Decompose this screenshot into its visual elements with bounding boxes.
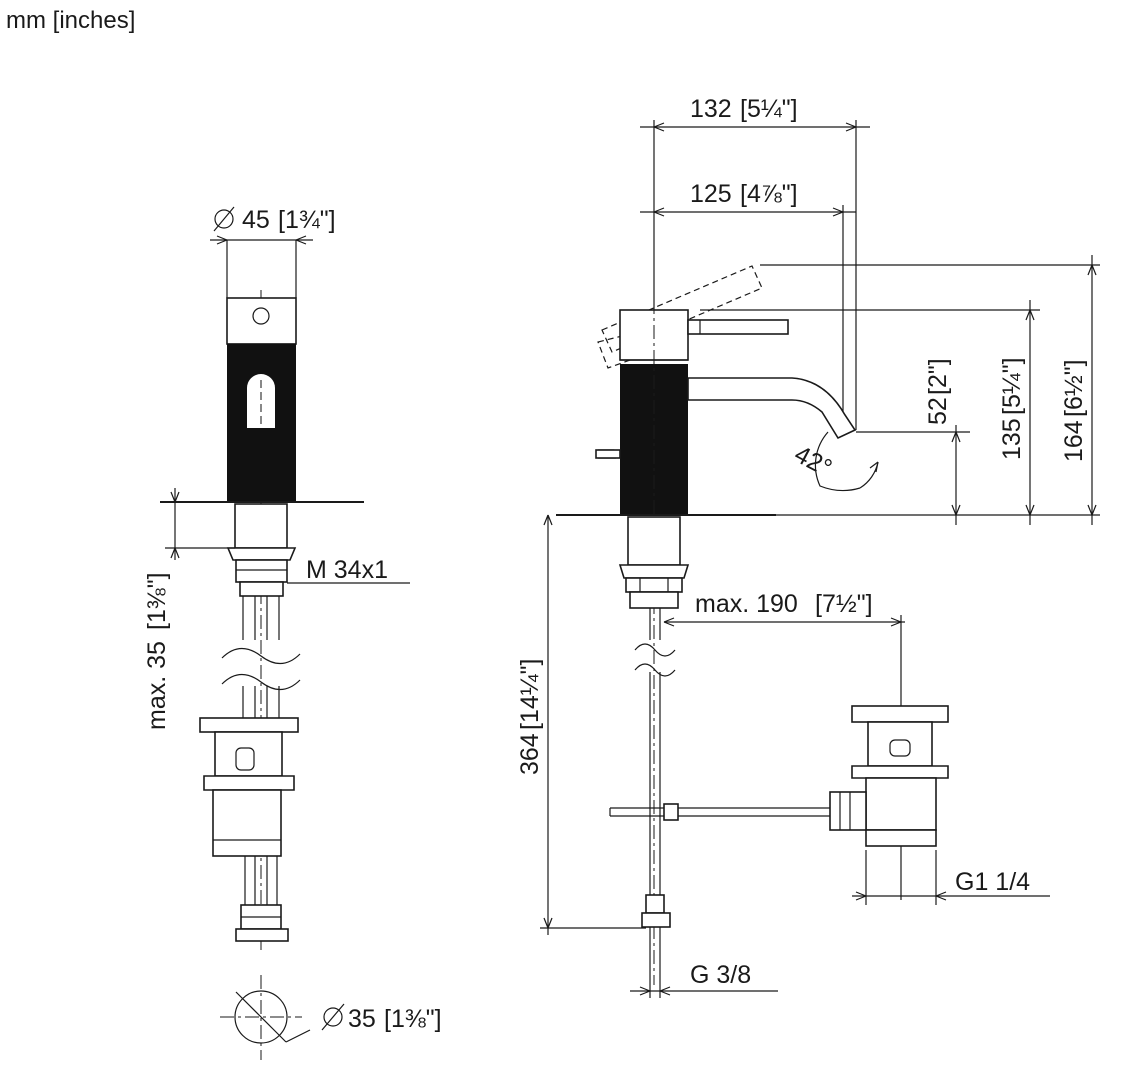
svg-text:max. 35: max. 35 (143, 641, 171, 730)
svg-text:52: 52 (924, 397, 952, 425)
max190-label: max. 190 [7½"] (695, 590, 873, 618)
dim-125-label: 125 [4⅞"] (690, 180, 798, 208)
svg-text:[7½"]: [7½"] (815, 590, 873, 618)
svg-text:132: 132 (690, 95, 732, 123)
diameter-35-detail: 35 [1⅜"] (220, 975, 442, 1060)
svg-text:125: 125 (690, 180, 732, 208)
svg-text:[5¼"]: [5¼"] (740, 95, 798, 123)
front-view: 45 [1¾"] M 34x1 (143, 206, 410, 950)
svg-text:max. 190: max. 190 (695, 590, 798, 618)
dim-135-label: 135 [5¼"] (998, 357, 1026, 460)
angle-42-label: 42° (790, 440, 837, 482)
thread-m34-label: M 34x1 (306, 556, 388, 584)
svg-text:35: 35 (348, 1005, 376, 1033)
dim-164-label: 164 [6½"] (1060, 359, 1088, 462)
side-view: 132 [5¼"] 125 [4⅞"] 42° (516, 95, 1100, 998)
g38-label: G 3/8 (690, 961, 751, 989)
svg-text:[6½"]: [6½"] (1060, 359, 1088, 417)
svg-text:[1⅜"]: [1⅜"] (143, 572, 171, 630)
svg-text:[1¾"]: [1¾"] (278, 206, 336, 234)
svg-text:[14¼"]: [14¼"] (516, 659, 544, 730)
diameter-45-label: 45 [1¾"] (213, 206, 336, 234)
svg-text:45: 45 (242, 206, 270, 234)
g114-label: G1 1/4 (955, 868, 1030, 896)
max35-label: max. 35 [1⅜"] (143, 572, 171, 730)
svg-text:164: 164 (1060, 420, 1088, 462)
dim-364-label: 364 [14¼"] (516, 659, 544, 775)
svg-text:135: 135 (998, 418, 1026, 460)
units-label: mm [inches] (6, 7, 135, 34)
svg-text:[1⅜"]: [1⅜"] (384, 1005, 442, 1033)
svg-text:[2"]: [2"] (924, 358, 952, 395)
svg-text:[5¼"]: [5¼"] (998, 357, 1026, 415)
svg-text:364: 364 (516, 733, 544, 775)
dim-132-label: 132 [5¼"] (690, 95, 798, 123)
svg-text:[4⅞"]: [4⅞"] (740, 180, 798, 208)
dim-52-label: 52 [2"] (924, 358, 952, 425)
